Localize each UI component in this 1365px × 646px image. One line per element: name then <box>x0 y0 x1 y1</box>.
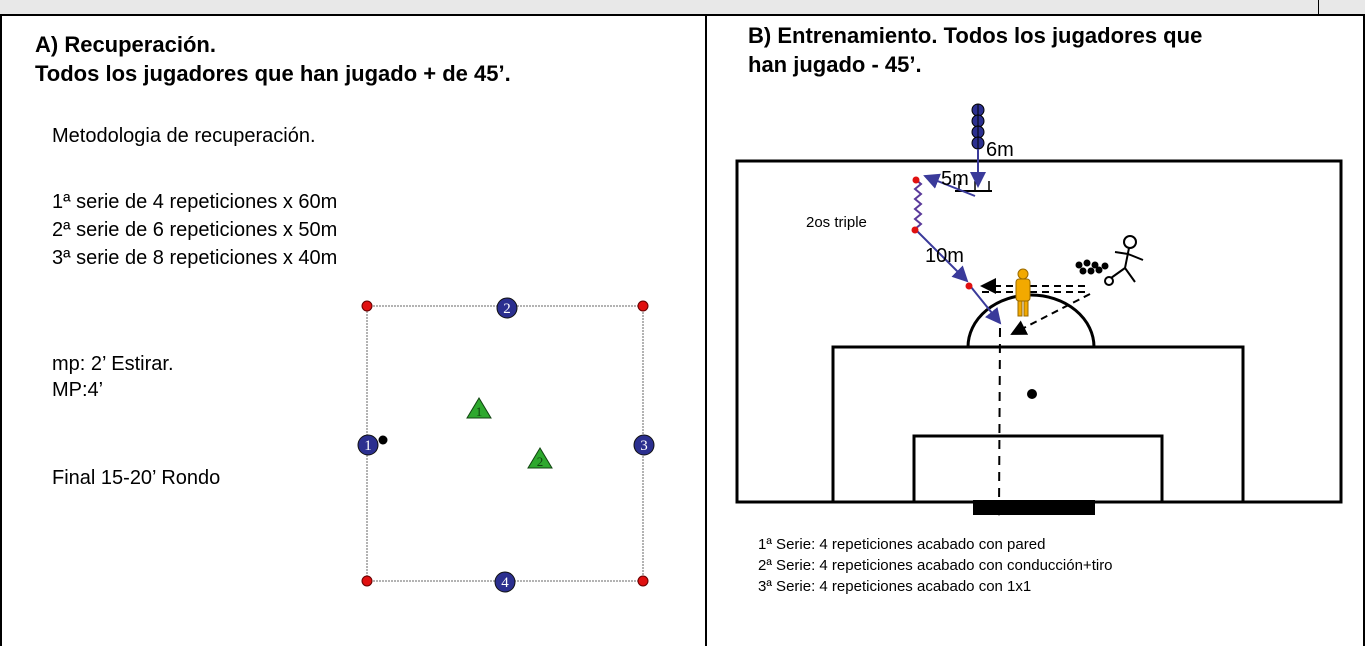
training-heading-line1: B) Entrenamiento. Todos los jugadores qu… <box>748 23 1203 48</box>
recovery-diagram: 2 1 3 4 1 2 <box>357 297 655 593</box>
run-arrow-10m <box>916 230 969 283</box>
training-series-2: 2ª Serie: 4 repeticiones acabado con con… <box>758 557 1113 574</box>
corner-marker <box>361 575 373 587</box>
marker <box>965 282 973 290</box>
pitch-outline <box>735 159 1343 504</box>
training-heading-line2: han jugado - 45’. <box>748 52 922 77</box>
ball-pile-icon <box>1075 259 1109 275</box>
training-panel: B) Entrenamiento. Todos los jugadores qu… <box>707 16 1365 646</box>
player-2-label: 2 <box>503 301 511 317</box>
distance-label-10m: 10m <box>925 245 964 267</box>
field-boundary <box>366 305 644 582</box>
run-arrow-finish <box>970 286 1002 325</box>
left-border <box>0 14 2 646</box>
pass-line-diagonal <box>1010 293 1091 335</box>
top-table-border <box>0 0 1365 16</box>
final-rondo: Final 15-20’ Rondo <box>52 467 221 489</box>
training-diagram: 6m 5m 10m 2os triple <box>735 103 1343 516</box>
penalty-spot <box>1027 389 1037 399</box>
cone-1: 1 <box>466 397 492 419</box>
corner-marker <box>637 300 649 312</box>
cone-2: 2 <box>527 447 553 469</box>
distance-label-5m: 5m <box>941 168 969 190</box>
penalty-area <box>831 345 1245 504</box>
series-2: 2ª serie de 6 repeticiones x 50m <box>52 219 338 241</box>
training-series-1: 1ª Serie: 4 repeticiones acabado con par… <box>758 536 1046 553</box>
player-1-label: 1 <box>364 438 372 454</box>
recovery-panel: A) Recuperación. Todos los jugadores que… <box>0 16 705 646</box>
corner-marker <box>637 575 649 587</box>
training-series-3: 3ª Serie: 4 repeticiones acabado con 1x1 <box>758 578 1032 595</box>
penalty-arc <box>966 293 1096 348</box>
run-arrow-5m <box>923 173 976 197</box>
player-3: 3 <box>633 434 655 456</box>
player-1: 1 <box>357 434 379 456</box>
distance-label-6m: 6m <box>986 139 1014 161</box>
cone-1-label: 1 <box>476 404 483 419</box>
skip-label: 2os triple <box>806 214 867 231</box>
rest-long: MP:4’ <box>52 379 104 401</box>
kicking-player-icon <box>1104 235 1144 286</box>
goal <box>973 500 1095 515</box>
mannequin-icon <box>1015 268 1031 317</box>
right-border <box>1363 14 1365 646</box>
center-divider <box>705 14 707 646</box>
player-4-label: 4 <box>501 575 509 591</box>
series-1: 1ª serie de 4 repeticiones x 60m <box>52 191 338 213</box>
goal-area <box>912 434 1164 504</box>
skipping-path <box>913 178 923 230</box>
cone-2-label: 2 <box>537 454 544 469</box>
recovery-heading-line2: Todos los jugadores que han jugado + de … <box>35 61 511 86</box>
top-cell-divider <box>1318 0 1319 14</box>
player-3-label: 3 <box>640 438 648 454</box>
shot-line <box>991 327 1008 516</box>
ball-icon <box>378 435 388 445</box>
marker <box>912 176 920 184</box>
corner-marker <box>361 300 373 312</box>
player-2: 2 <box>496 297 518 319</box>
series-3: 3ª serie de 8 repeticiones x 40m <box>52 247 338 269</box>
recovery-heading-line1: A) Recuperación. <box>35 32 216 57</box>
rest-short: mp: 2’ Estirar. <box>52 353 174 375</box>
player-4: 4 <box>494 571 516 593</box>
marker <box>911 226 919 234</box>
player-queue <box>971 103 985 150</box>
method-title: Metodologia de recuperación. <box>52 125 316 147</box>
